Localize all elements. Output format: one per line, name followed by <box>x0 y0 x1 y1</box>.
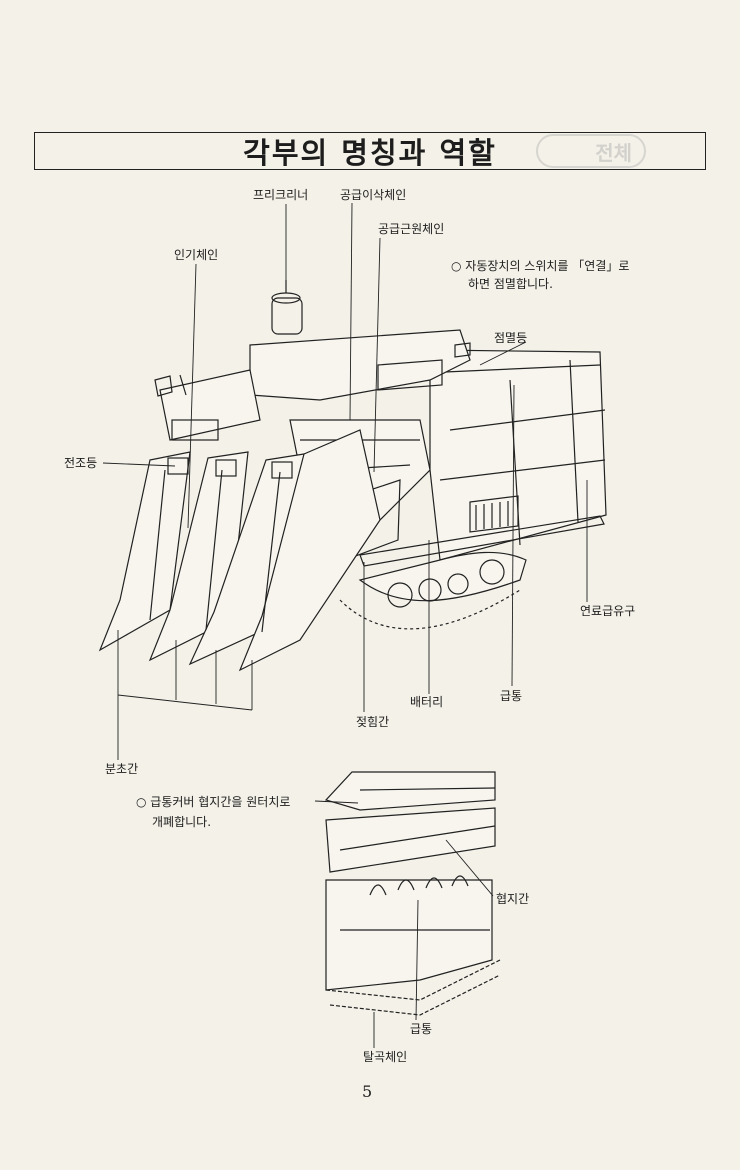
page-title: 각부의 명칭과 역할 <box>243 136 497 170</box>
label-supply-root-chain: 공급근원체인 <box>378 222 445 236</box>
label-pre-cleaner: 프리크리너 <box>253 188 309 202</box>
faded-stamp: 전체 <box>536 134 646 168</box>
label-tilt-bar: 젖힘간 <box>356 715 390 729</box>
label-feed-drum: 급통 <box>500 689 523 703</box>
label-pulling-chain: 인기체인 <box>174 248 219 262</box>
leader-lines <box>102 202 588 760</box>
label-headlight: 전조등 <box>64 456 98 470</box>
feed-drum-detail <box>314 771 501 1048</box>
label-feed-drum-detail: 급통 <box>410 1022 433 1036</box>
label-divider: 분초간 <box>105 762 139 776</box>
page-number: 5 <box>362 1082 373 1101</box>
note-cover-line2: 개폐합니다. <box>152 815 212 829</box>
label-threshing-chain: 탈곡체인 <box>363 1050 408 1064</box>
crop-dividers <box>98 429 381 672</box>
title-box: 각부의 명칭과 역할 <box>34 132 706 170</box>
note-auto-switch-line1: ○ 자동장치의 스위치를 「연결」로 <box>451 259 630 273</box>
label-battery: 배터리 <box>410 695 444 709</box>
note-auto-switch-line2: 하면 점멸합니다. <box>468 277 553 291</box>
label-fuel-inlet: 연료급유구 <box>580 604 636 618</box>
label-supply-transplant-chain: 공급이삭체인 <box>340 188 407 202</box>
label-holder-bar: 협지간 <box>496 892 530 906</box>
note-cover-line1: ○ 급통커버 협지간을 원터치로 <box>136 795 291 809</box>
crawler-track <box>339 551 527 630</box>
label-indicator-lamp: 점멸등 <box>494 331 528 345</box>
